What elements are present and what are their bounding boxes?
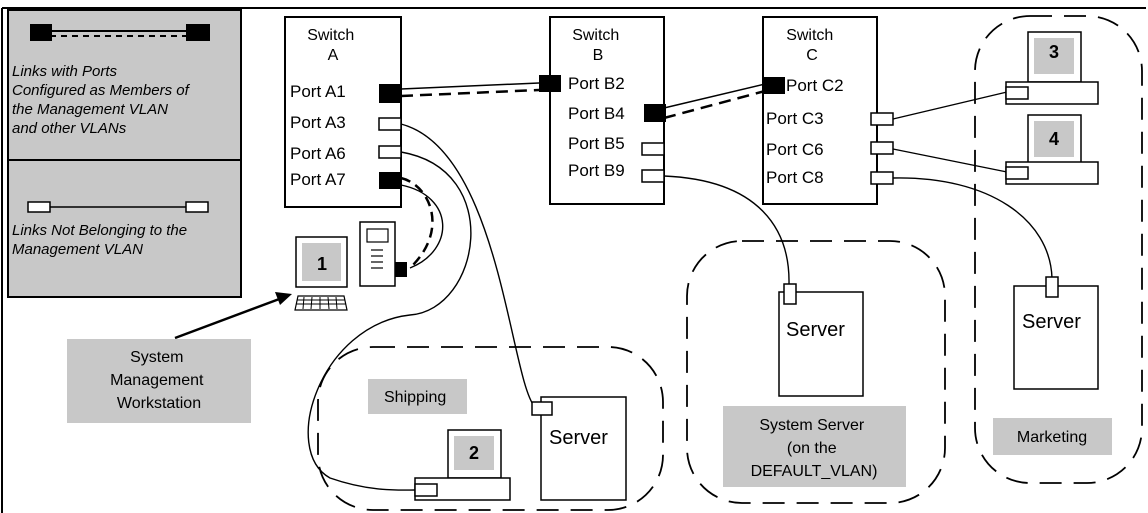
system-server-body <box>778 291 864 397</box>
port-b4-block <box>644 104 666 122</box>
legend: Links with Ports Configured as Members o… <box>7 9 242 298</box>
link-b4-c2-dashed <box>663 89 766 120</box>
link-a1-b2-dashed <box>400 88 540 98</box>
link-a7-workstation-dashed <box>400 176 434 269</box>
shipping-server: Server <box>531 396 627 501</box>
port-c2-label: Port C2 <box>786 76 844 95</box>
legend-nonmember-caption: Links Not Belonging to the Management VL… <box>12 222 191 258</box>
legend-member-port-left <box>30 24 52 41</box>
port-a6-label: Port A6 <box>290 144 346 163</box>
link-a1-b2-solid <box>400 82 540 90</box>
port-b2-block <box>539 75 561 92</box>
computer-4-number: 4 <box>1049 129 1059 149</box>
computer-1-number: 1 <box>317 254 327 274</box>
port-a7-block <box>379 172 402 189</box>
port-c2-block <box>763 77 785 94</box>
switch-b-title: Switch B <box>572 27 624 64</box>
legend-member-port-right <box>186 24 210 41</box>
marketing-server-port <box>1045 276 1059 298</box>
link-a6-computer2 <box>307 151 472 491</box>
shipping-label: Shipping <box>384 389 446 406</box>
workstation-pointer-arrowhead <box>275 292 292 305</box>
port-c6-label: Port C6 <box>766 140 824 159</box>
workstation-computer-1: 1 <box>294 221 396 311</box>
port-b9-label: Port B9 <box>568 161 625 180</box>
legend-nonmember-port-left <box>27 201 51 213</box>
computer-3-number: 3 <box>1049 42 1059 62</box>
computer-3-port <box>1005 86 1029 100</box>
port-a6-block <box>378 145 402 159</box>
workstation-pointer-line <box>174 296 283 340</box>
port-c6-block <box>870 141 894 155</box>
link-b9-system-server <box>663 175 790 285</box>
port-c3-label: Port C3 <box>766 109 824 128</box>
tower-pc-icon <box>359 221 396 287</box>
marketing-server-body <box>1013 285 1099 390</box>
link-a3-shipping-server <box>400 123 536 408</box>
port-a1-label: Port A1 <box>290 82 346 101</box>
port-b2-label: Port B2 <box>568 74 625 93</box>
marketing-label-box <box>993 418 1112 455</box>
computer-2-port <box>414 483 438 497</box>
legend-member-caption: Links with Ports Configured as Members o… <box>12 63 193 137</box>
keyboard-icon <box>294 295 348 311</box>
switch-a-title: Switch A <box>307 27 359 64</box>
computer-3: 3 <box>1005 31 1099 105</box>
marketing-server-label: Server <box>1022 311 1081 333</box>
legend-nonmember-box <box>7 159 242 298</box>
marketing-server: Server <box>1013 276 1099 390</box>
link-c3-computer3 <box>892 91 1008 120</box>
link-c6-computer4 <box>892 148 1008 173</box>
link-b4-c2-solid <box>663 83 766 109</box>
port-a7-label: Port A7 <box>290 170 346 189</box>
switch-c-title: Switch C <box>786 27 838 64</box>
monitor-3-screen <box>1034 38 1074 74</box>
system-server-group-outline <box>686 240 946 504</box>
switch-c-body <box>762 16 878 205</box>
port-c8-label: Port C8 <box>766 168 824 187</box>
port-b5-block <box>641 142 665 156</box>
shipping-server-label: Server <box>549 427 608 449</box>
switch-c: Switch C Port C2 Port C3 Port C6 Port C8 <box>762 16 878 205</box>
system-server: Server <box>778 283 864 397</box>
port-c3-block <box>870 112 894 126</box>
shipping-label-box <box>368 379 467 414</box>
shipping-server-body <box>540 396 627 501</box>
workstation-label-box <box>67 339 251 423</box>
system-server-caption-box <box>723 406 906 487</box>
port-c8-block <box>870 171 894 185</box>
port-a3-label: Port A3 <box>290 113 346 132</box>
system-server-caption: System Server (on the DEFAULT_VLAN) <box>751 417 878 480</box>
legend-nonmember-port-right <box>185 201 209 213</box>
marketing-label: Marketing <box>1017 429 1087 446</box>
link-c8-marketing-server <box>892 177 1053 279</box>
port-b9-block <box>641 169 665 183</box>
monitor-4-screen <box>1034 121 1074 157</box>
monitor-1-screen <box>302 243 341 281</box>
computer-4: 4 <box>1005 114 1099 185</box>
shipping-group-outline <box>317 346 664 511</box>
computer-2: 2 <box>414 429 511 501</box>
link-a7-workstation-solid <box>400 184 444 269</box>
workstation-label: System Management Workstation <box>110 349 208 412</box>
computer-2-number: 2 <box>469 443 479 463</box>
system-server-port <box>783 283 797 305</box>
marketing-group-outline <box>974 15 1143 484</box>
port-b4-label: Port B4 <box>568 104 625 123</box>
shipping-server-port <box>531 401 553 416</box>
port-a3-block <box>378 117 402 131</box>
port-b5-label: Port B5 <box>568 134 625 153</box>
monitor-2-screen <box>454 436 494 470</box>
computer-4-port <box>1005 166 1029 180</box>
system-server-label: Server <box>786 319 845 341</box>
port-a1-block <box>379 84 402 103</box>
